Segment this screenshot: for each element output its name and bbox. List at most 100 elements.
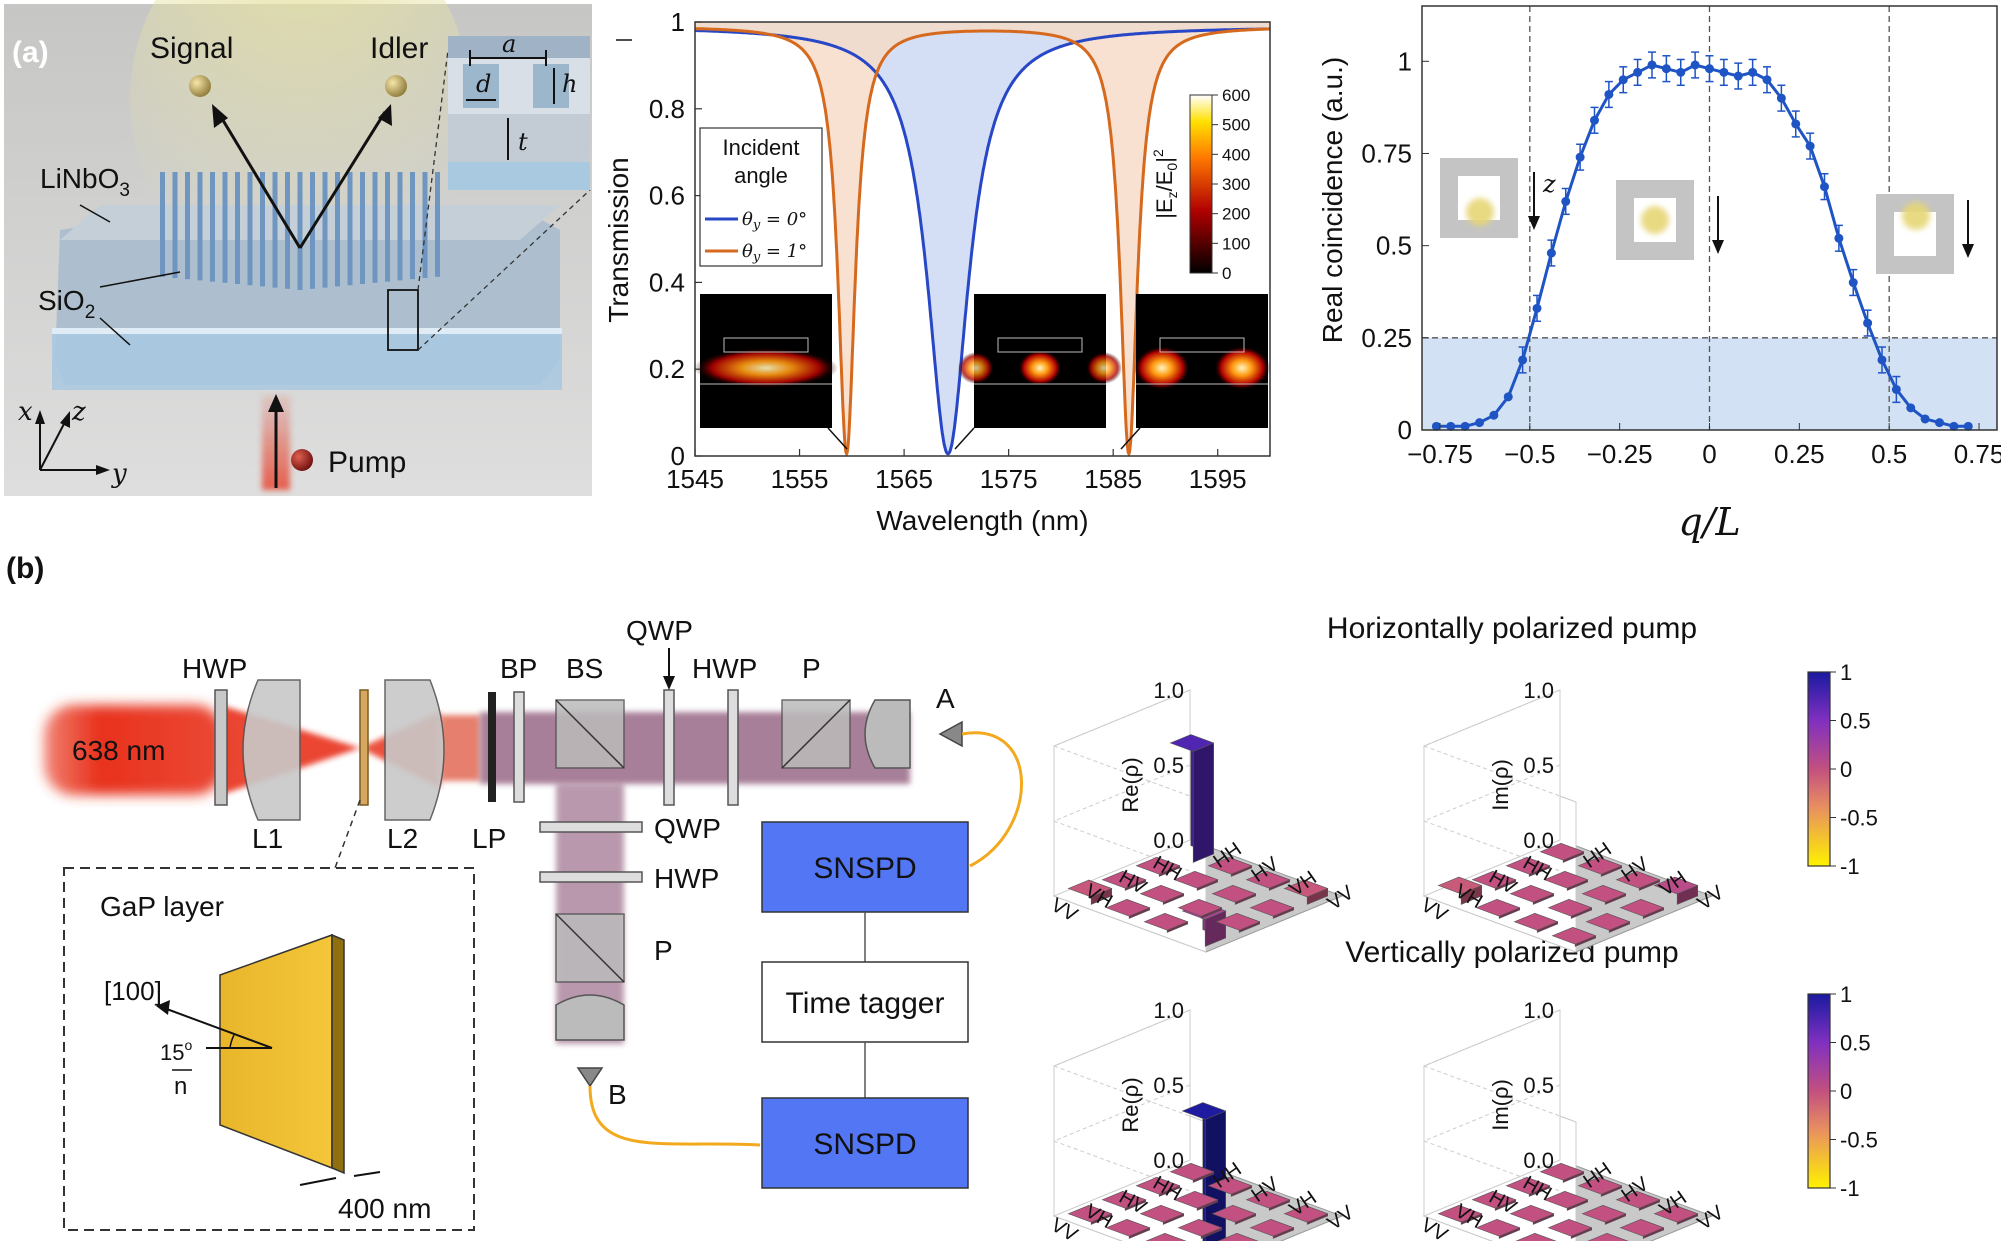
tomography-zlabel: Re(ρ) [1118,1077,1143,1132]
qwp-top-pointer-head [663,676,675,690]
tomography-z-tick-label: 1.0 [1153,998,1184,1023]
field-colorbar-tick-label: 400 [1222,145,1250,164]
bar-top [1551,927,1597,945]
bar-top [1169,734,1215,752]
transmission-legend: Incident angle θy = 0° θy = 1° [699,127,823,267]
transmission-ytick-label: 0.2 [649,354,685,384]
density-bar [1539,842,1585,863]
density-bar [1283,1204,1329,1225]
density-bar [1283,879,1329,905]
long-pass-filter [488,692,496,802]
zoom-line-2 [417,189,591,351]
inset-top-pillars [448,36,590,58]
tomography-gridline [1053,1084,1191,1142]
thickness-arrow-2 [353,1171,381,1177]
tomo-colorbar-tick-label: -1 [1840,1176,1860,1201]
aperture-1-spot [1466,198,1494,226]
density-bar [1101,870,1147,891]
normal-label: n [174,1073,187,1100]
bar-top [1067,879,1113,898]
aperture-insets: z [1440,158,1974,274]
aperture-1-arrowhead [1528,216,1540,230]
tomography-col-label: VV [1693,1201,1728,1235]
gap-crystal-face [219,933,333,1170]
gap-crystal-side [331,933,345,1175]
grating-bar [335,172,340,287]
substrate [52,330,562,390]
density-bar [1139,884,1185,905]
bar-top [1471,1191,1517,1209]
density-bar [1619,898,1665,919]
time-tagger-label: Time tagger [786,987,945,1020]
gap-inset-frame [63,867,475,1231]
hwp-1-label: HWP [182,653,247,684]
tomography-colorbar-top: 10.50-0.5-1 [1807,660,1878,879]
density-bar [1135,856,1181,877]
grating-bar [372,172,378,283]
bar-top [1283,1205,1329,1223]
coincidence-ylabel: Real coincidence (a.u.) [1317,57,1348,343]
bar-top [1505,857,1551,875]
tomography-colorbar-bottom: 10.50-0.5-1 [1807,982,1878,1201]
tomography-z-tick-label: 1.0 [1523,998,1554,1023]
bar-top [1543,1191,1589,1209]
inset-pillar-right [533,64,569,108]
tomo-colorbar-tick-label: -0.5 [1840,806,1878,831]
field-map-2-mode-left [958,352,994,384]
grating-bar [260,172,265,287]
density-bar [1471,1190,1517,1211]
tomo-colorbar-tick-label: 0.5 [1840,709,1871,734]
tomography-zlabel: Im(ρ) [1488,759,1513,811]
field-colorbar-tick-label: 300 [1222,175,1250,194]
coincidence-point [1590,115,1599,125]
bar-top [1581,885,1627,903]
density-bar [1653,1204,1699,1225]
linbo3-leader [79,204,111,223]
b-label: B [608,1079,627,1110]
zoom-line-1 [417,49,449,291]
bar-top [1181,1102,1227,1120]
density-bar [1509,1204,1555,1225]
bar-top [1547,899,1593,917]
bar-top [1619,1219,1665,1237]
field-colorbar-tick-label: 600 [1222,86,1250,105]
bar-top [1177,1219,1223,1237]
tomography-gridline [1053,1140,1207,1198]
snspd-bottom [761,1097,969,1189]
bar-top [1437,1205,1483,1223]
grating-bar [347,172,353,286]
density-bar [1543,870,1589,891]
tomography-gridline [1423,820,1577,878]
sio2-leader-2 [99,317,131,346]
coincidence-ytick-label: 1 [1398,46,1412,76]
bar-top [1177,899,1223,917]
density-bar [1513,912,1559,933]
coincidence-point [1618,75,1628,85]
sio2-label: SiO2 [38,285,95,323]
gap-layer-label: GaP layer [100,891,224,922]
fiber-b [588,1085,761,1147]
bar-top [1249,1219,1295,1237]
coincidence-point [1475,418,1484,428]
density-bar [1547,898,1593,919]
bar-top [1139,885,1185,903]
grating-bar [222,172,228,283]
grating-bar [435,172,440,277]
coincidence-point [1661,64,1671,74]
bar-top [1615,871,1661,889]
coincidence-point [1546,248,1556,258]
transmission-xtick-label: 1585 [1084,464,1142,494]
bar-top [1245,871,1291,889]
grating-bar [385,172,390,282]
coincidence-point [1690,60,1700,70]
bar-top [1173,871,1219,889]
bs-label: BS [566,653,603,684]
fiber-tip-a [938,720,963,748]
field-map-1-outline [723,337,809,353]
l2-label: L2 [387,823,418,854]
field-map-3-mode-right [1214,346,1270,390]
axis-z-line [39,419,67,471]
density-bar [1505,1176,1551,1197]
